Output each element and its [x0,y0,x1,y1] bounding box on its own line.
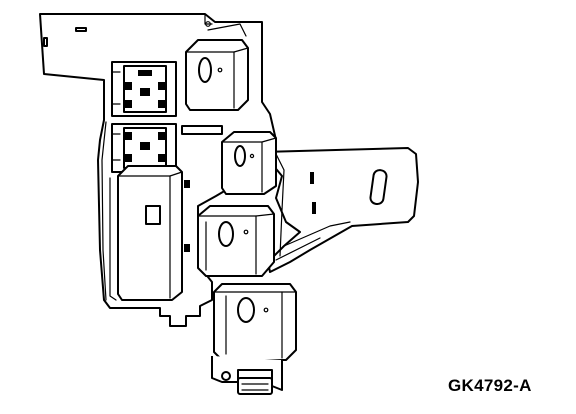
connector-socket-upper [111,61,177,117]
relay-bottom [213,283,297,361]
relay-middle [221,131,277,195]
connector-socket-lower [111,123,177,173]
wire-trace [275,153,285,257]
extension-arm [261,147,419,273]
terminal-strip [181,125,223,135]
relay-lower [197,205,275,277]
relay-top [185,23,249,111]
figure-code: GK4792-A [448,376,532,395]
large-module [109,165,190,301]
mounting-tab [211,356,283,395]
